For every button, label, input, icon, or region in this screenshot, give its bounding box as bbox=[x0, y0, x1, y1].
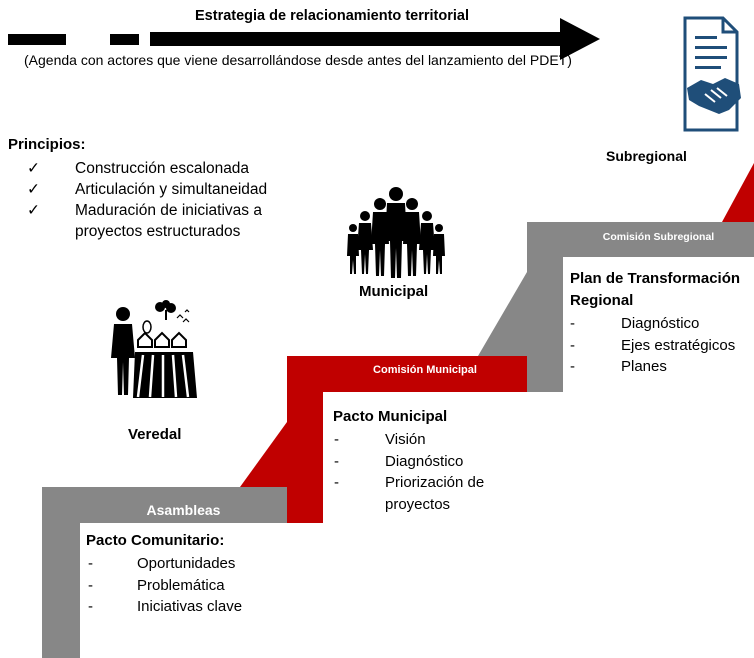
check-icon: ✓ bbox=[27, 202, 40, 219]
principle-item: ✓Articulación y simultaneidad bbox=[27, 181, 268, 198]
step-municipal-shape bbox=[287, 356, 527, 523]
asambleas-band-label-line2: comunitarias bbox=[80, 520, 287, 525]
step-subregional-shape bbox=[527, 222, 754, 392]
plan-transformacion-title: Plan de Transformación Regional bbox=[570, 270, 741, 309]
strategy-title: Estrategia de relacionamiento territoria… bbox=[195, 8, 469, 24]
people-group-icon bbox=[347, 187, 445, 278]
connector-triangle-municipal bbox=[478, 272, 527, 356]
arrow-head bbox=[560, 18, 600, 60]
level-label-municipal: Municipal bbox=[359, 283, 429, 300]
level-label-subregional: Subregional bbox=[606, 148, 687, 164]
asambleas-band-label: Asambleas bbox=[146, 502, 221, 518]
step-asambleas-shape bbox=[42, 487, 287, 658]
list-item: -Problemática bbox=[88, 576, 225, 594]
principle-item: ✓Construcción escalonada bbox=[27, 160, 250, 177]
principles-heading: Principios: bbox=[8, 136, 86, 153]
comision-municipal-band-label: Comisión Municipal bbox=[373, 364, 477, 376]
check-icon: ✓ bbox=[27, 181, 40, 198]
list-item: -Ejes estratégicos bbox=[570, 336, 736, 354]
pacto-comunitario-list: -Oportunidades -Problemática -Iniciativa… bbox=[88, 553, 288, 618]
arrow-shaft bbox=[150, 32, 564, 46]
list-item: -Diagnóstico bbox=[334, 452, 464, 470]
list-item: -Visión bbox=[334, 431, 426, 448]
comision-subregional-band-label: Comisión Subregional bbox=[602, 231, 715, 243]
principles-list: ✓Construcción escalonada ✓Articulación y… bbox=[27, 158, 357, 242]
pacto-comunitario-title: Pacto Comunitario: bbox=[86, 532, 225, 549]
connector-triangle-subregional bbox=[722, 163, 754, 222]
arrow-dash-2 bbox=[110, 34, 139, 45]
list-item: -Iniciativas clave bbox=[88, 598, 243, 615]
strategy-subtitle: (Agenda con actores que viene desarrollá… bbox=[24, 52, 572, 68]
level-label-veredal: Veredal bbox=[128, 426, 182, 443]
check-icon: ✓ bbox=[27, 160, 40, 177]
farmer-field-icon bbox=[111, 300, 197, 398]
plan-transformacion-list: -Diagnóstico -Ejes estratégicos -Planes bbox=[570, 313, 754, 378]
pacto-municipal-title: Pacto Municipal bbox=[333, 408, 448, 425]
list-item: -Oportunidades bbox=[88, 555, 236, 572]
list-item: -Diagnóstico bbox=[570, 315, 700, 332]
list-item: -Planes bbox=[570, 358, 667, 375]
agreement-document-icon bbox=[683, 16, 741, 132]
connector-triangle-veredal bbox=[240, 422, 287, 487]
arrow-dash-1 bbox=[8, 34, 66, 45]
strategy-arrow bbox=[8, 18, 600, 60]
